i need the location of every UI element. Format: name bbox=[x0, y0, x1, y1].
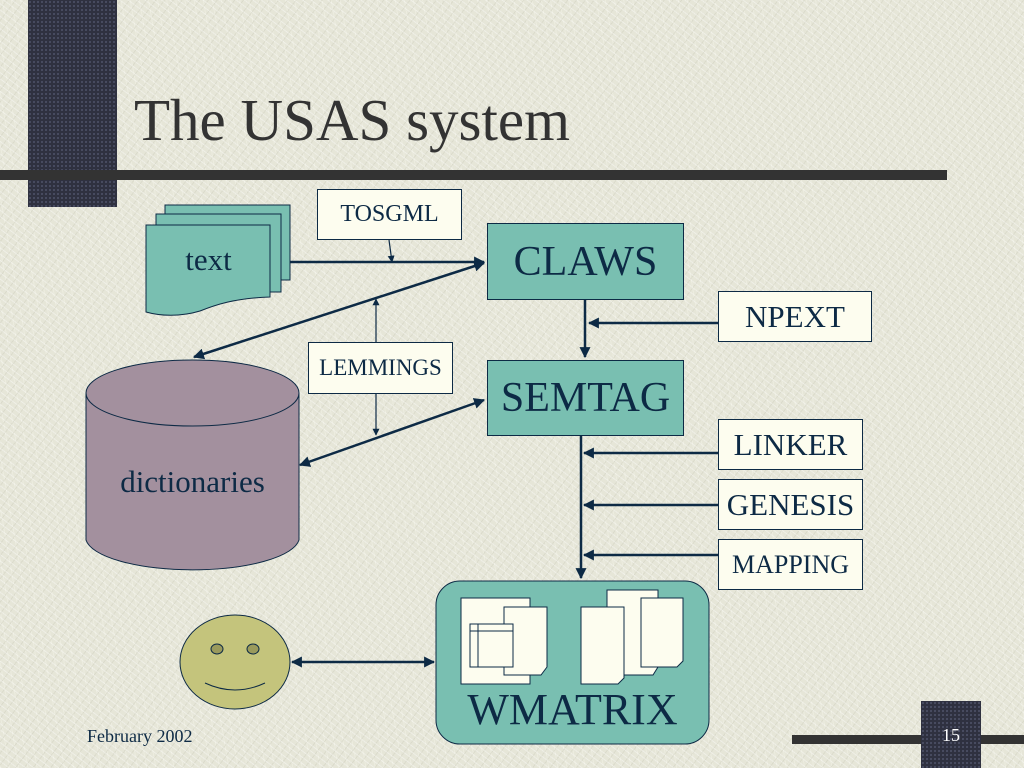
wmatrix-label: WMATRIX bbox=[467, 685, 678, 734]
multiple-documents-icon bbox=[580, 589, 684, 685]
arrow-semtag-dictionaries bbox=[298, 398, 486, 467]
footer-rule-left bbox=[792, 735, 921, 744]
npext-box[interactable]: NPEXT bbox=[718, 291, 872, 342]
dictionaries-label: dictionaries bbox=[120, 464, 265, 499]
tosgml-box[interactable]: TOSGML bbox=[317, 189, 462, 240]
claws-label: CLAWS bbox=[513, 238, 658, 285]
slide-title: The USAS system bbox=[134, 87, 570, 153]
page-number: 15 bbox=[942, 725, 960, 745]
user-smiley-icon bbox=[179, 614, 291, 710]
lemmings-label: LEMMINGS bbox=[319, 355, 442, 380]
genesis-label: GENESIS bbox=[726, 486, 855, 522]
page-number-block bbox=[921, 701, 981, 768]
footer-rule-right bbox=[981, 735, 1024, 744]
linker-label: LINKER bbox=[733, 426, 848, 462]
npext-label: NPEXT bbox=[745, 298, 845, 334]
footer-date: February 2002 bbox=[87, 726, 193, 746]
arrow-claws-dictionaries bbox=[192, 260, 486, 360]
mapping-label: MAPPING bbox=[731, 549, 850, 579]
text-label: text bbox=[185, 242, 232, 277]
linker-box[interactable]: LINKER bbox=[718, 419, 863, 470]
dictionaries-database-icon bbox=[85, 359, 300, 571]
semtag-box[interactable]: SEMTAG bbox=[487, 360, 684, 436]
semtag-label: SEMTAG bbox=[500, 375, 671, 421]
arrow-tosgml-to-link bbox=[387, 239, 395, 263]
claws-box[interactable]: CLAWS bbox=[487, 223, 684, 300]
lemmings-box[interactable]: LEMMINGS bbox=[308, 342, 453, 394]
title-rule bbox=[0, 170, 947, 180]
spreadsheet-documents-icon bbox=[460, 597, 548, 685]
genesis-box[interactable]: GENESIS bbox=[718, 479, 863, 530]
mapping-box[interactable]: MAPPING bbox=[718, 539, 863, 590]
tosgml-label: TOSGML bbox=[340, 201, 439, 227]
